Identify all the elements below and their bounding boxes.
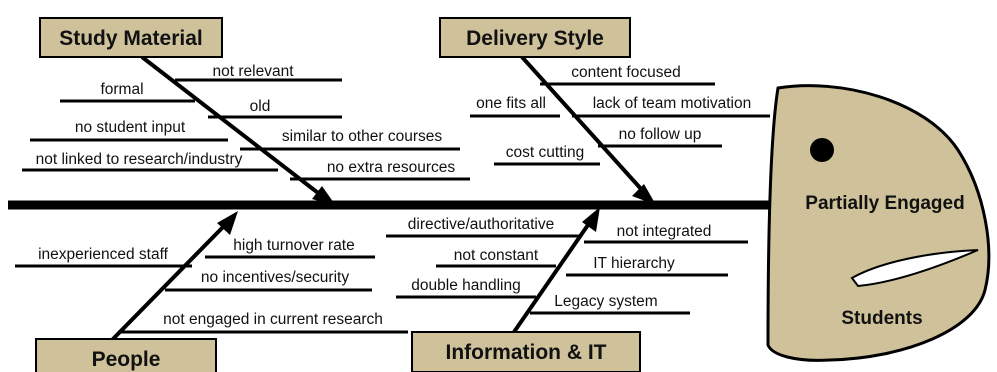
cause-label: not engaged in current research bbox=[163, 311, 383, 328]
cause-label: no follow up bbox=[619, 126, 702, 143]
head-line-2: Students bbox=[841, 308, 922, 329]
category-title-people: People bbox=[92, 348, 161, 371]
cause-label: lack of team motivation bbox=[593, 95, 752, 112]
category-title-study-material: Study Material bbox=[59, 27, 203, 50]
cause-label: not linked to research/industry bbox=[36, 151, 243, 168]
cause-label: similar to other courses bbox=[282, 128, 442, 145]
head-line-1: Partially Engaged bbox=[805, 193, 964, 214]
cause-label: IT hierarchy bbox=[593, 255, 675, 272]
bone-study-material bbox=[140, 55, 324, 198]
cause-label: no extra resources bbox=[327, 159, 456, 176]
category-box-people bbox=[35, 338, 217, 372]
cause-label: one fits all bbox=[476, 95, 546, 112]
fish-mouth bbox=[850, 249, 979, 288]
category-box-delivery-style bbox=[439, 17, 631, 58]
category-box-study-material bbox=[39, 17, 223, 58]
category-title-delivery-style: Delivery Style bbox=[466, 27, 604, 50]
arrowhead-information-it bbox=[582, 207, 600, 232]
cause-label: cost cutting bbox=[506, 144, 584, 161]
cause-label: inexperienced staff bbox=[38, 246, 169, 263]
arrowhead-delivery-style bbox=[632, 184, 656, 205]
cause-label: directive/authoritative bbox=[408, 216, 554, 233]
category-title-information-it: Information & IT bbox=[446, 341, 607, 364]
cause-label: old bbox=[250, 98, 271, 115]
category-box-information-it bbox=[411, 331, 641, 372]
cause-label: double handling bbox=[411, 277, 520, 294]
cause-label: content focused bbox=[571, 64, 680, 81]
arrowhead-study-material bbox=[312, 186, 336, 206]
bone-delivery-style bbox=[520, 55, 644, 192]
cause-label: not constant bbox=[454, 247, 539, 264]
arrowhead-people bbox=[217, 211, 238, 235]
cause-label: Legacy system bbox=[554, 293, 657, 310]
cause-label: no student input bbox=[75, 119, 186, 136]
cause-label: formal bbox=[100, 81, 143, 98]
fish-eye bbox=[810, 138, 834, 162]
cause-label: high turnover rate bbox=[233, 237, 355, 254]
bone-information-it bbox=[512, 220, 592, 334]
cause-label: no incentives/security bbox=[201, 269, 349, 286]
cause-label: not integrated bbox=[617, 223, 712, 240]
bone-people bbox=[110, 222, 228, 342]
cause-label: not relevant bbox=[213, 63, 295, 80]
